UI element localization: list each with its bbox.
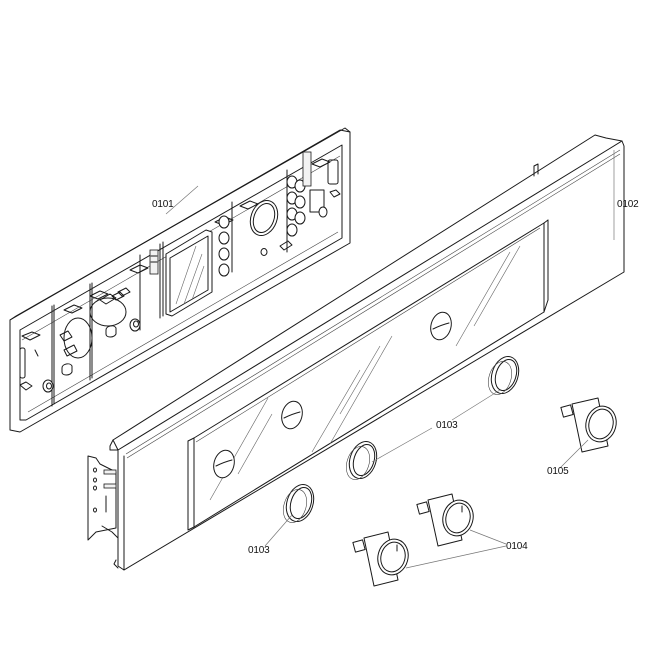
part-0103-bezel-ring-upper [487, 355, 520, 395]
part-0101-rear-housing [9, 127, 351, 433]
part-0103-bezel-ring-middle [345, 440, 378, 480]
leader-lines [165, 150, 615, 569]
part-0102-front-fascia [87, 134, 625, 571]
part-0103-bezel-ring-lower [282, 483, 315, 523]
label-part-0103-upper: 0103 [436, 420, 458, 431]
part-0104-knob-upper [416, 493, 474, 547]
label-part-0101: 0101 [152, 199, 174, 210]
label-part-0105: 0105 [547, 466, 569, 477]
part-0104-knob-lower [352, 531, 409, 587]
label-part-0104: 0104 [506, 541, 528, 552]
label-part-0102: 0102 [617, 199, 639, 210]
part-0105-knob [560, 397, 617, 453]
label-part-0103-lower: 0103 [248, 545, 270, 556]
